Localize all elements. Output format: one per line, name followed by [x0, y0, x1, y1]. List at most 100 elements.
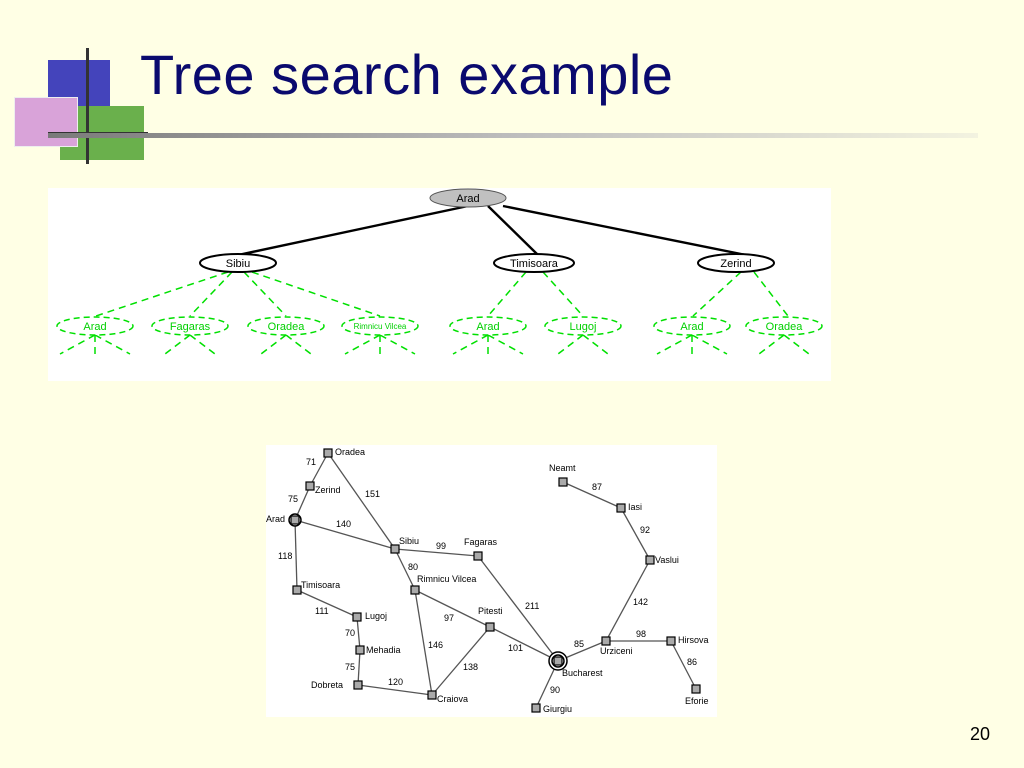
city-label: Sibiu	[399, 536, 419, 546]
distance-label: 86	[687, 657, 697, 667]
city-marker	[352, 612, 362, 622]
distance-label: 92	[640, 525, 650, 535]
tree-node	[493, 253, 575, 273]
search-tree-diagram: Arad Sibiu Timisoara Zerind Arad Fag	[48, 188, 831, 381]
city-marker	[691, 684, 701, 694]
city-marker	[531, 703, 541, 713]
city-label: Timisoara	[301, 580, 340, 590]
city-label: Craiova	[437, 694, 468, 704]
distance-label: 101	[508, 643, 523, 653]
frontier-node	[544, 316, 622, 336]
decorative-vertical-line	[86, 48, 89, 164]
distance-label: 142	[633, 597, 648, 607]
city-label: Pitesti	[478, 606, 503, 616]
frontier-edges	[59, 271, 810, 355]
frontier-node	[151, 316, 229, 336]
tree-node	[199, 253, 277, 273]
frontier-node-label: Arad	[680, 321, 703, 333]
city-marker	[427, 690, 437, 700]
distance-label: 146	[428, 640, 443, 650]
tree-edge	[487, 205, 539, 256]
city-marker	[601, 636, 611, 646]
city-label: Bucharest	[562, 668, 603, 678]
page-number: 20	[969, 724, 990, 744]
frontier-node	[745, 316, 823, 336]
city-label: Neamt	[549, 463, 576, 473]
tree-node-label: Sibiu	[226, 258, 250, 270]
city-label: Iasi	[628, 502, 642, 512]
city-marker	[410, 585, 420, 595]
city-marker	[616, 503, 626, 513]
distance-label: 111	[315, 606, 329, 616]
frontier-node	[247, 316, 325, 336]
frontier-node-label: Oradea	[766, 321, 804, 333]
start-marker	[288, 513, 302, 527]
city-label: Mehadia	[366, 645, 401, 655]
distance-label: 75	[345, 662, 355, 672]
city-marker	[355, 645, 365, 655]
city-label: Hirsova	[678, 635, 709, 645]
city-marker	[473, 551, 483, 561]
romania-map: Oradea Zerind Arad Timisoara Lugoj Mehad…	[266, 445, 717, 717]
city-label: Urziceni	[600, 646, 633, 656]
frontier-node-label: Arad	[83, 321, 106, 333]
frontier-node	[56, 316, 134, 336]
tree-node	[697, 253, 775, 273]
city-label: Rimnicu Vilcea	[417, 574, 476, 584]
distance-label: 99	[436, 541, 446, 551]
distance-label: 120	[388, 677, 403, 687]
city-label: Oradea	[335, 447, 365, 457]
tree-edge	[502, 204, 747, 257]
title-underline	[48, 133, 978, 138]
city-marker	[666, 636, 676, 646]
frontier-node	[653, 316, 731, 336]
frontier-node-label: Rimnicu Vilcea	[354, 322, 407, 331]
distance-label: 75	[288, 494, 298, 504]
city-label: Lugoj	[365, 611, 387, 621]
map-roads	[294, 452, 697, 709]
city-marker	[353, 680, 363, 690]
distance-label: 98	[636, 629, 646, 639]
distance-label: 71	[306, 457, 316, 467]
city-marker	[645, 555, 655, 565]
frontier-node-label: Arad	[476, 321, 499, 333]
frontier-node	[449, 316, 527, 336]
distance-label: 97	[444, 613, 454, 623]
distance-label: 151	[365, 489, 380, 499]
frontier-node	[341, 316, 419, 336]
city-label: Fagaras	[464, 537, 498, 547]
city-label: Zerind	[315, 485, 341, 495]
decorative-pink-square	[14, 97, 78, 147]
city-label: Arad	[266, 514, 285, 524]
distance-label: 70	[345, 628, 355, 638]
distance-label: 138	[463, 662, 478, 672]
city-marker	[558, 477, 568, 487]
tree-edge	[237, 204, 469, 257]
distance-label: 140	[336, 519, 351, 529]
tree-node-label: Zerind	[720, 258, 751, 270]
distance-label: 80	[408, 562, 418, 572]
distance-label: 85	[574, 639, 584, 649]
frontier-node-label: Lugoj	[570, 321, 597, 333]
distance-label: 90	[550, 685, 560, 695]
city-label: Vaslui	[655, 555, 679, 565]
city-marker	[323, 448, 333, 458]
city-label: Giurgiu	[543, 704, 572, 714]
tree-node-label: Timisoara	[510, 258, 559, 270]
tree-node-root-label: Arad	[456, 193, 479, 205]
city-marker	[292, 585, 302, 595]
city-label: Dobreta	[311, 680, 343, 690]
city-marker	[485, 622, 495, 632]
frontier-node-label: Fagaras	[170, 321, 211, 333]
city-marker	[390, 544, 400, 554]
distance-label: 118	[278, 551, 292, 561]
city-marker	[305, 481, 315, 491]
tree-node-root	[429, 188, 507, 208]
distance-label: 87	[592, 482, 602, 492]
frontier-node-label: Oradea	[268, 321, 306, 333]
slide-title: Tree search example	[140, 43, 674, 106]
city-label: Eforie	[685, 696, 709, 706]
distance-label: 211	[525, 601, 539, 611]
goal-marker	[548, 651, 568, 671]
